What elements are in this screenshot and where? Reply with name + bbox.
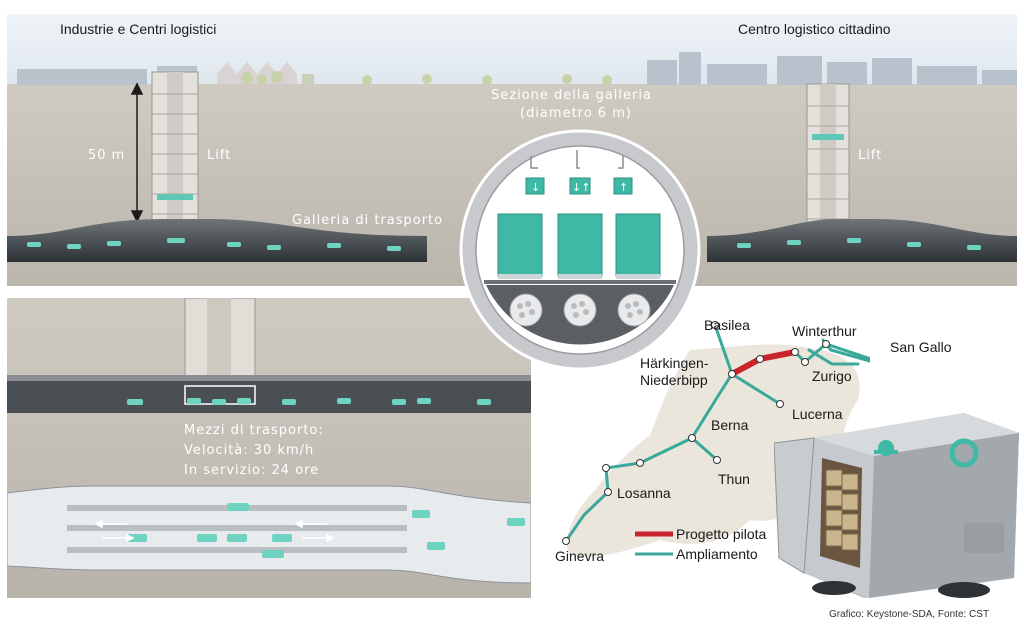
vehicles-line-3: In servizio: 24 ore [184,463,320,478]
city-basilea: Basilea [704,317,750,333]
city-losanna: Losanna [617,485,671,501]
credit: Grafico: Keystone-SDA, Fonte: CST [829,609,990,620]
city-thun: Thun [718,471,750,487]
svg-text:↓: ↓ [531,181,540,194]
legend-expansion: Ampliamento [676,546,758,562]
tunnel-label: Galleria di trasporto [292,213,444,228]
svg-text:↓↑: ↓↑ [572,181,590,194]
lift-label-right: Lift [858,148,883,163]
section-title-2: (diametro 6 m) [520,106,632,121]
city-winterthur: Winterthur [792,323,857,339]
city-harkingen-1: Härkingen- [640,355,709,371]
lift-label-left: Lift [207,148,232,163]
vehicles-line-2: Velocità: 30 km/h [184,443,315,458]
city-zurigo: Zurigo [812,368,852,384]
tunnel-plan-panel [7,298,531,598]
city-san-gallo: San Gallo [890,339,952,355]
city-lucerna: Lucerna [792,406,843,422]
section-title-1: Sezione della galleria [491,88,652,103]
city-ginevra: Ginevra [555,548,605,564]
tunnel-cross-section: ↓ ↓↑ ↑ [458,128,702,372]
left-title: Industrie e Centri logistici [60,21,217,37]
city-harkingen-2: Niederbipp [640,372,708,388]
legend-pilot: Progetto pilota [676,526,767,542]
vehicles-line-1: Mezzi di trasporto: [184,423,324,438]
svg-text:↑: ↑ [619,181,628,194]
depth-label: 50 m [88,148,126,163]
right-title: Centro logistico cittadino [738,21,891,37]
cargo-vehicle-illustration [773,408,1024,603]
city-berna: Berna [711,417,749,433]
